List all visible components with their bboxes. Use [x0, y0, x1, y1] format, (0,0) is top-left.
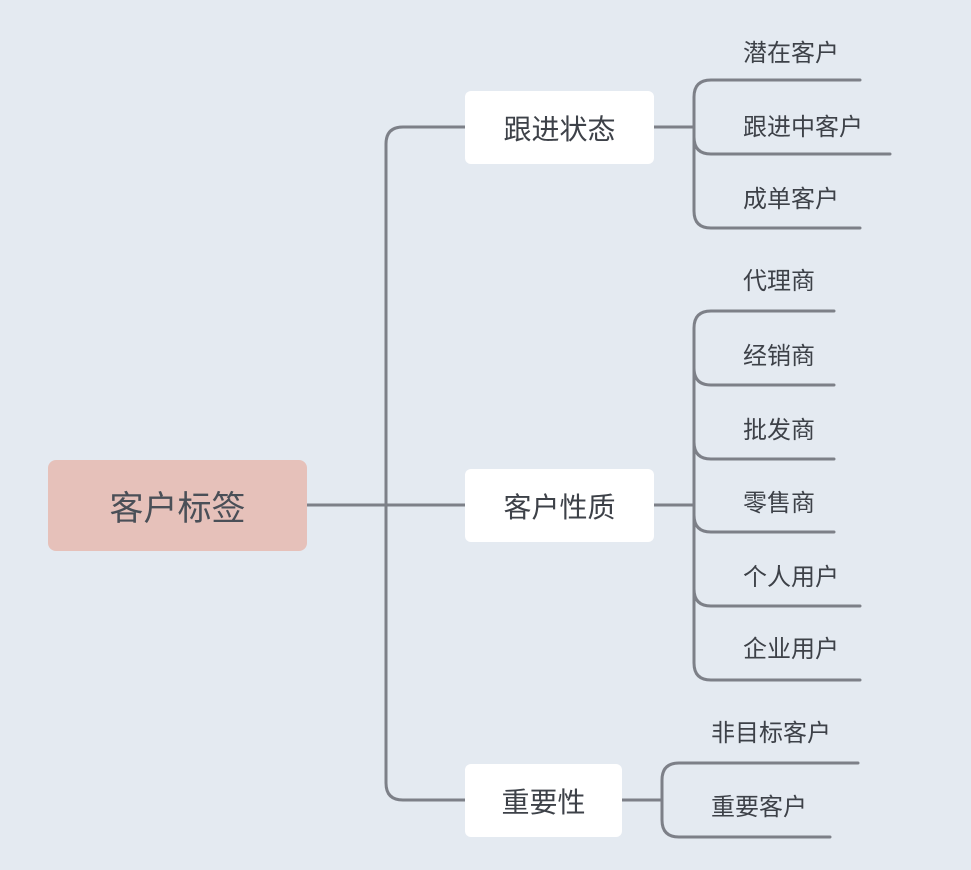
connector-leaf-2-4: [692, 513, 836, 534]
leaf-node[interactable]: 跟进中客户: [743, 113, 863, 141]
branch-label: 重要性: [501, 785, 586, 819]
leaf-node[interactable]: 零售商: [743, 489, 815, 517]
connector-trunk: [384, 125, 467, 802]
leaf-node[interactable]: 代理商: [743, 267, 815, 295]
leaf-node[interactable]: 潜在客户: [743, 39, 839, 67]
connector-leaf-2-2: [692, 366, 836, 387]
branch-node-customer-type[interactable]: 客户性质: [465, 469, 654, 542]
leaf-node[interactable]: 重要客户: [711, 793, 807, 821]
connector-bracket-3: [660, 761, 860, 839]
branch-label: 跟进状态: [503, 112, 616, 146]
connector-leaf-2-5: [692, 587, 862, 608]
root-label: 客户标签: [109, 489, 246, 529]
branch-node-importance[interactable]: 重要性: [465, 764, 622, 837]
connector-leaf-1-2: [692, 135, 892, 156]
leaf-node[interactable]: 非目标客户: [711, 719, 831, 747]
connector-bracket-2: [692, 309, 862, 682]
leaf-node[interactable]: 经销商: [743, 342, 815, 370]
leaf-node[interactable]: 企业用户: [743, 635, 839, 663]
root-node[interactable]: 客户标签: [48, 460, 307, 551]
leaf-node[interactable]: 个人用户: [743, 563, 839, 591]
leaf-node[interactable]: 成单客户: [743, 185, 839, 213]
leaf-node[interactable]: 批发商: [743, 416, 815, 444]
branch-label: 客户性质: [503, 490, 616, 524]
branch-node-follow-up[interactable]: 跟进状态: [465, 91, 654, 164]
connector-leaf-2-3: [692, 440, 836, 461]
connector-bracket-1: [692, 78, 862, 230]
